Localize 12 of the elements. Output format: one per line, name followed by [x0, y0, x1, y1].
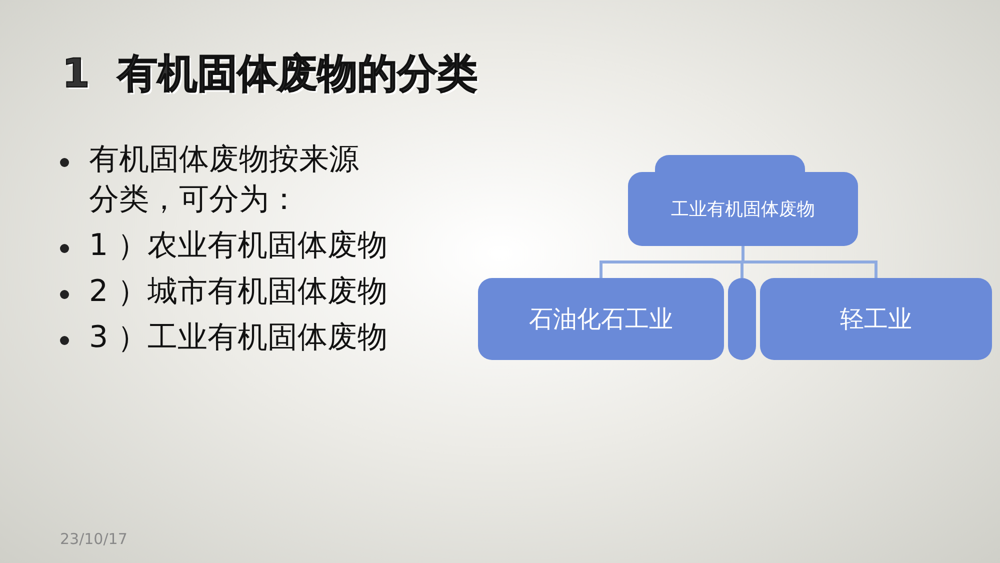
slide-title: 1 有机固体废物的分类	[62, 50, 478, 99]
bullet-text: 有机固体废物按来源分类，可分为：	[89, 141, 360, 219]
category-box	[655, 155, 805, 172]
category-box: 石油化石工业	[478, 278, 724, 360]
category-box: 轻工业	[760, 278, 992, 360]
date-text: 23/10/17	[60, 529, 128, 550]
category-box	[728, 278, 756, 360]
bullet-text: 2 ）城市有机固体废物	[89, 273, 388, 311]
category-box: 工业有机固体废物	[628, 172, 858, 246]
bullet-text: 3 ）工业有机固体废物	[89, 319, 388, 357]
bullet-text: 1 ）农业有机固体废物	[89, 227, 388, 265]
connector-line	[742, 246, 878, 278]
